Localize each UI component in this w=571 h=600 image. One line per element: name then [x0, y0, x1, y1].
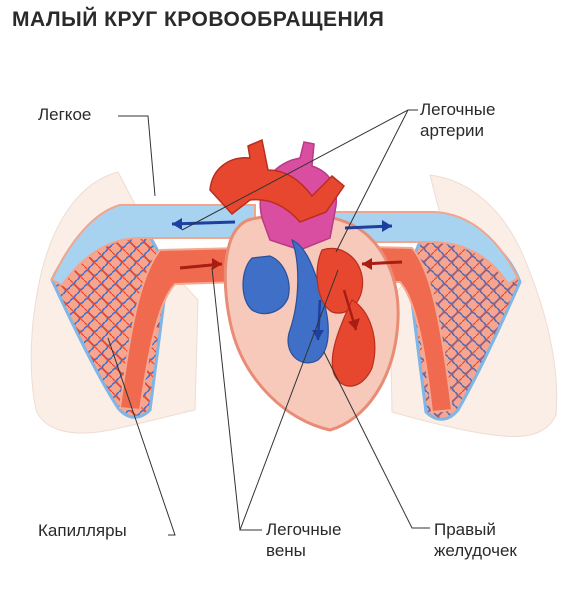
label-ventricle-line1: Правый	[434, 520, 496, 539]
diagram-title: МАЛЫЙ КРУГ КРОВООБРАЩЕНИЯ	[12, 8, 385, 31]
label-capillaries-text: Капилляры	[38, 521, 127, 540]
label-lung-text: Легкое	[38, 105, 92, 124]
right-pulmonary-vein	[329, 244, 454, 414]
label-ventricle-line2: желудочек	[434, 541, 517, 560]
left-pulmonary-artery	[50, 204, 256, 287]
pulmonary-trunk	[209, 138, 346, 223]
label-arteries-line2: артерии	[420, 121, 485, 140]
label-capillaries: Капилляры	[38, 520, 127, 541]
label-pulmonary-veins: Легочные вены	[266, 519, 341, 561]
flow-arrows	[171, 218, 403, 341]
label-arteries-line1: Легочные	[420, 100, 496, 119]
label-pulmonary-arteries: Легочные артерии	[420, 99, 495, 141]
right-pulmonary-artery	[319, 211, 520, 286]
right-atrium	[242, 255, 290, 315]
label-lung: Легкое	[38, 104, 91, 125]
leader-lines	[107, 109, 430, 536]
left-pulmonary-vein	[118, 246, 241, 412]
left-ventricle	[331, 299, 376, 387]
label-veins-line2: вены	[266, 541, 306, 560]
label-veins-line1: Легочные	[266, 520, 342, 539]
label-right-ventricle: Правый желудочек	[434, 519, 517, 561]
